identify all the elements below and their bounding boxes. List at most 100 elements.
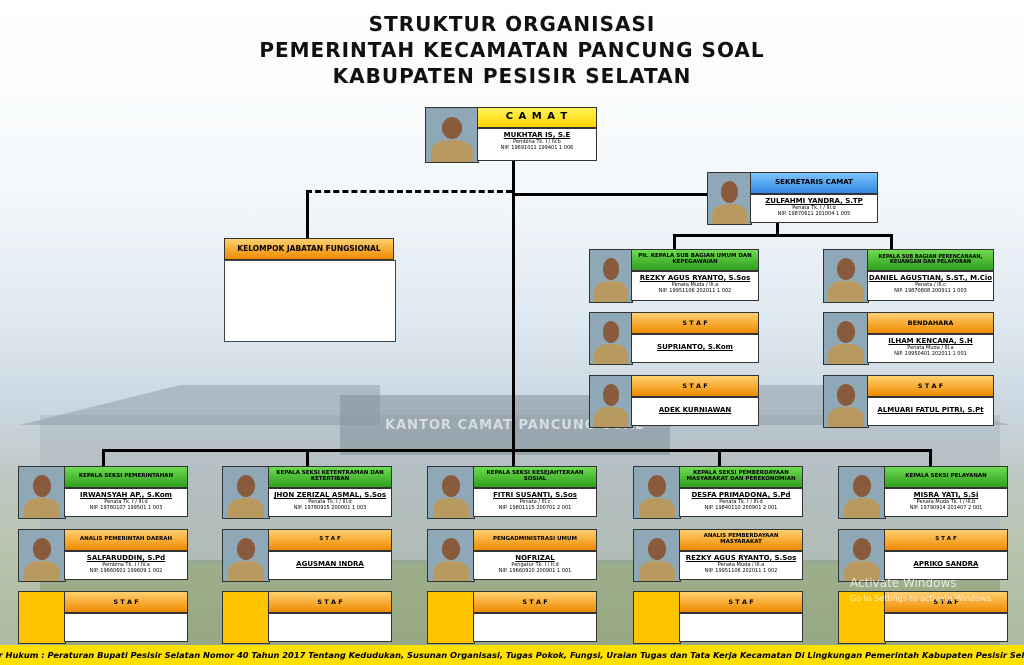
seksi-5-sub-card: APRIKO SANDRA <box>884 551 1008 580</box>
seksi-1-staf-photo <box>18 591 66 644</box>
seksi-3-staf-photo <box>427 591 475 644</box>
connector-subbag-horizontal <box>673 234 893 237</box>
seksi-3-photo <box>427 466 475 519</box>
seksi-1-rank: Penata Tk. I / III.d <box>104 499 148 505</box>
subbag-umum-name: REZKY AGUS RYANTO, S.Sos <box>639 274 751 282</box>
seksi-3-header: KEPALA SEKSI KESEJAHTERAAN SOSIAL <box>473 466 597 488</box>
seksi-4-sub-nip: NIP. 19951106 202011 1 002 <box>704 568 778 574</box>
seksi-5-header: KEPALA SEKSI PELAYANAN <box>884 466 1008 488</box>
subbag-keu-name: DANIEL AGUSTIAN, S.ST., M.Cio <box>868 274 993 282</box>
seksi-2-staf-card <box>268 613 392 642</box>
subbag-umum-staf-1-name: SUPRIANTO, S.Kom <box>657 343 733 351</box>
seksi-2-header: KEPALA SEKSI KETENTRAMAN DAN KETERTIBAN <box>268 466 392 488</box>
seksi-5-photo <box>838 466 886 519</box>
seksi-2-sub-name: AGUSMAN INDRA <box>296 560 364 568</box>
sekretaris-header: SEKRETARIS CAMAT <box>750 172 878 194</box>
activation-watermark-subtitle: Go to Settings to activate Windows. <box>850 594 994 603</box>
seksi-1-sub-name: SALFARUDDIN, S.Pd <box>86 554 166 562</box>
seksi-1-staf-header: S T A F <box>64 591 188 613</box>
seksi-4-sub-rank: Penata Muda / III.a <box>717 562 765 568</box>
seksi-4-sub-name: REZKY AGUS RYANTO, S.Sos <box>685 554 797 562</box>
seksi-1-name: IRWANSYAH AP., S.Kom <box>80 491 172 499</box>
camat-header: C A M A T <box>477 107 597 128</box>
seksi-3-staf-header: S T A F <box>473 591 597 613</box>
connector-fungsional-drop <box>306 190 309 240</box>
seksi-2-sub-photo <box>222 529 270 582</box>
seksi-4-sub-header: ANALIS PEMBERDAYAAN MASYARAKAT <box>679 529 803 551</box>
connector-subbag-left <box>673 234 676 249</box>
camat-nip: NIP. 19691011 199401 1 006 <box>500 145 574 151</box>
subbag-keu-header: KEPALA SUB BAGIAN PERENCANAAN, KEUANGAN … <box>867 249 994 271</box>
sekretaris-info-card: ZULFAHMI YANDRA, S.TP Penata Tk. I / III… <box>750 194 878 223</box>
subbag-keu-photo <box>823 249 869 303</box>
fungsional-body <box>224 260 396 342</box>
seksi-3-rank: Penata / III.c <box>519 499 551 505</box>
seksi-5-sub-photo <box>838 529 886 582</box>
subbag-umum-staf-2-photo <box>589 375 633 428</box>
seksi-5-staf-photo <box>838 591 886 644</box>
seksi-5-nip: NIP. 19790914 201407 2 001 <box>909 505 983 511</box>
seksi-2-sub-header: S T A F <box>268 529 392 551</box>
sekretaris-photo <box>707 172 752 225</box>
title-line-3: KABUPATEN PESISIR SELATAN <box>332 64 692 88</box>
seksi-3-staf-card <box>473 613 597 642</box>
bendahara-name: ILHAM KENCANA, S.H <box>888 337 973 345</box>
seksi-1-photo <box>18 466 66 519</box>
seksi-1-header: KEPALA SEKSI PEMERINTAHAN <box>64 466 188 488</box>
subbag-keu-nip: NIP. 19870808 200911 1 003 <box>894 288 967 294</box>
connector-seksi-4 <box>718 449 721 467</box>
seksi-3-sub-nip: NIP. 19660910 200901 1 001 <box>498 568 572 574</box>
seksi-4-rank: Penata Tk. I / III.d <box>719 499 763 505</box>
seksi-2-staf-header: S T A F <box>268 591 392 613</box>
connector-seksi-2 <box>306 449 309 467</box>
subbag-umum-staf-1-photo <box>589 312 633 365</box>
seksi-3-nip: NIP. 19801115 200701 2 001 <box>498 505 572 511</box>
seksi-5-sub-name: APRIKO SANDRA <box>913 560 979 568</box>
subbag-umum-header: Plt. KEPALA SUB BAGIAN UMUM DAN KEPEGAWA… <box>631 249 759 271</box>
seksi-2-photo <box>222 466 270 519</box>
camat-name: MUKHTAR IS, S.E <box>503 131 571 139</box>
seksi-2-rank: Penata Tk. I / III.d <box>308 499 352 505</box>
seksi-2-name: JHON ZERIZAL ASMAL, S.Sos <box>273 491 387 499</box>
activation-watermark-title: Activate Windows <box>850 576 957 590</box>
seksi-3-sub-photo <box>427 529 475 582</box>
seksi-1-sub-photo <box>18 529 66 582</box>
seksi-4-staf-header: S T A F <box>679 591 803 613</box>
camat-info-card: MUKHTAR IS, S.E Pembina Tk. I / IV.b NIP… <box>477 128 597 161</box>
seksi-2-nip: NIP. 19780915 200001 1 003 <box>293 505 367 511</box>
subbag-umum-nip: NIP. 19951106 202011 1 002 <box>658 288 732 294</box>
bendahara-header: BENDAHARA <box>867 312 994 334</box>
seksi-4-photo <box>633 466 681 519</box>
seksi-3-sub-name: NOFRIZAL <box>515 554 555 562</box>
bendahara-card: ILHAM KENCANA, S.H Penata Muda / III.a N… <box>867 334 994 363</box>
camat-photo <box>425 107 479 163</box>
seksi-4-name: DESFA PRIMADONA, S.Pd <box>691 491 791 499</box>
subbag-umum-info-card: REZKY AGUS RYANTO, S.Sos Penata Muda / I… <box>631 271 759 301</box>
seksi-1-staf-card <box>64 613 188 642</box>
seksi-1-nip: NIP. 19780107 199501 1 003 <box>89 505 163 511</box>
seksi-3-sub-rank: Pengatur Tk. I / II.d <box>511 562 559 568</box>
subbag-umum-staf-2-card: ADEK KURNIAWAN <box>631 397 759 426</box>
camat-rank: Pembina Tk. I / IV.b <box>513 139 561 145</box>
fungsional-header: KELOMPOK JABATAN FUNGSIONAL <box>224 238 394 260</box>
seksi-1-sub-header: ANALIS PEMERINTAH DAERAH <box>64 529 188 551</box>
connector-seksi-horizontal <box>102 449 932 452</box>
subbag-umum-staf-1-header: S T A F <box>631 312 759 334</box>
seksi-2-sub-card: AGUSMAN INDRA <box>268 551 392 580</box>
seksi-2-staf-photo <box>222 591 270 644</box>
connector-seksi-5 <box>929 449 932 467</box>
subbag-keu-staf-card: ALMUARI FATUL PITRI, S.Pt <box>867 397 994 426</box>
seksi-1-sub-rank: Pembina Tk. I / IV.a <box>102 562 150 568</box>
bendahara-photo <box>823 312 869 365</box>
subbag-umum-rank: Penata Muda / III.a <box>671 282 719 288</box>
connector-subbag-right <box>890 234 893 249</box>
connector-main-vertical <box>512 160 515 450</box>
subbag-keu-rank: Penata / III.c <box>915 282 946 288</box>
